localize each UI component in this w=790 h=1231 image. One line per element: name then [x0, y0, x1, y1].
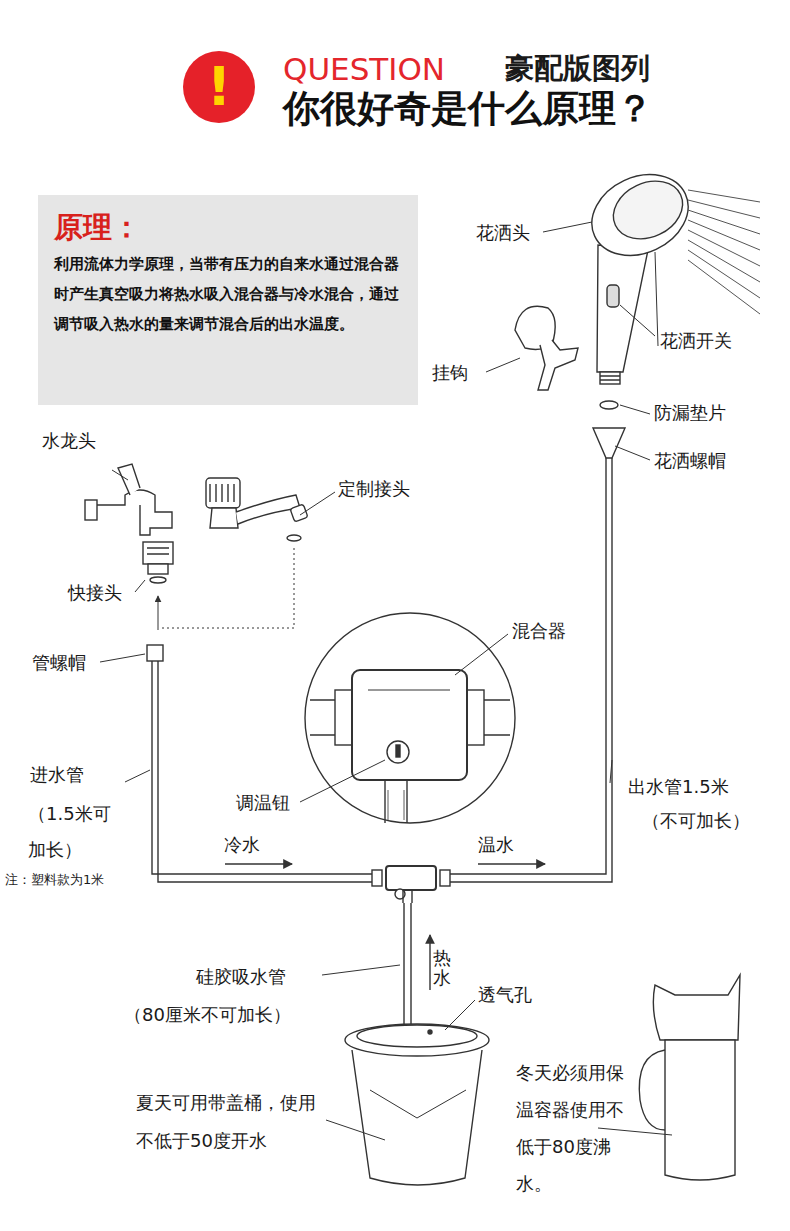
- thermos: [639, 975, 740, 1180]
- note: 夏天可用带盖桶，使用不低于50度开水: [136, 1084, 318, 1160]
- pipe-nut: [147, 645, 163, 661]
- header-word: QUESTION: [283, 50, 445, 89]
- note: （不可加长）: [642, 810, 750, 833]
- note-body: 利用流体力学原理，当带有压力的自来水通过混合器时产生真空吸力将热水吸入混合器与冷…: [54, 249, 404, 339]
- note: 注：塑料款为1米: [5, 872, 104, 888]
- gasket: [600, 401, 618, 409]
- part-label: 调温钮: [236, 792, 290, 815]
- part-label: 挂钩: [432, 362, 468, 385]
- water-spray: [688, 240, 760, 282]
- part-label: 防漏垫片: [654, 402, 726, 425]
- header-word: 豪配版图列: [505, 50, 650, 86]
- shower-head: [579, 159, 760, 384]
- note-box: 原理：利用流体力学原理，当带有压力的自来水通过混合器时产生真空吸力将热水吸入混合…: [38, 195, 418, 405]
- part-label: 花洒头: [476, 222, 530, 245]
- part-label: 管螺帽: [32, 652, 86, 675]
- flow-label: 冷水: [224, 834, 260, 857]
- suction-tube: [404, 903, 411, 1030]
- alert-mark: !: [182, 50, 256, 124]
- title: 你很好奇是什么原理？: [283, 86, 653, 132]
- part-label: 混合器: [512, 620, 566, 643]
- quick-connector: [143, 542, 173, 583]
- part-label: 花洒开关: [660, 330, 732, 353]
- water-spray: [688, 250, 760, 298]
- note: （80厘米不可加长）: [124, 1004, 291, 1027]
- part-label: 进水管: [30, 764, 84, 787]
- hook: [515, 306, 578, 390]
- mixer-closeup: [305, 613, 515, 823]
- mixer: [372, 866, 450, 903]
- tap: [85, 464, 172, 535]
- note: 冬天必须用保温容器使用不低于80度沸水。: [516, 1054, 638, 1202]
- bucket: [345, 1024, 489, 1185]
- note-heading: 原理：: [54, 209, 404, 247]
- part-label: 透气孔: [478, 984, 532, 1007]
- part-label: 花洒螺帽: [654, 450, 726, 473]
- part-label: 出水管1.5米: [628, 776, 729, 799]
- part-label: 水龙头: [42, 430, 96, 453]
- faucet: [206, 478, 308, 541]
- water-spray: [688, 210, 760, 234]
- alert-circle: !: [182, 50, 256, 124]
- part-label: 硅胶吸水管: [196, 966, 286, 989]
- flow-label: 温水: [478, 834, 514, 857]
- note: （1.5米可加长）: [28, 796, 128, 868]
- water-spray: [688, 200, 760, 218]
- part-label: 快接头: [68, 582, 122, 605]
- water-spray: [688, 190, 760, 202]
- water-spray: [688, 260, 760, 314]
- part-label: 定制接头: [338, 478, 410, 501]
- shower-nut: [593, 428, 625, 458]
- flow-label: 热水: [433, 948, 451, 988]
